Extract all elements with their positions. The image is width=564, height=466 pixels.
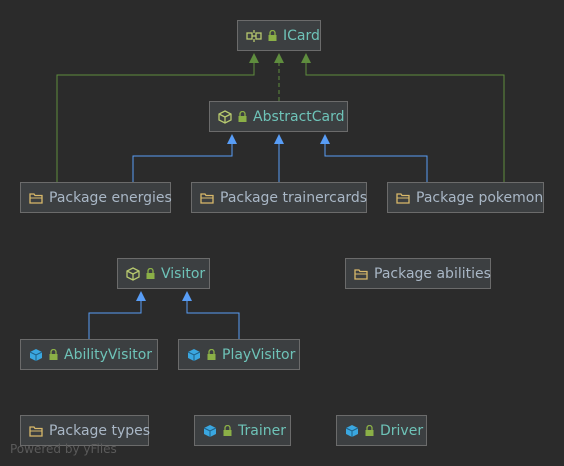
node-package-types[interactable]: Package types [20,415,151,446]
node-label: Package types [49,422,151,439]
node-abstract-card[interactable]: AbstractCard [209,101,348,132]
node-package-abilities[interactable]: Package abilities [345,258,491,289]
node-label: Trainer [238,422,286,439]
edge-energies-implements-icard [56,53,259,182]
lock-icon [223,425,232,436]
lock-icon [49,349,58,360]
folder-icon [29,425,43,437]
node-ability-visitor[interactable]: AbilityVisitor [20,339,158,370]
node-label: PlayVisitor [222,346,296,363]
node-package-trainercards[interactable]: Package trainercards [191,182,367,213]
class-icon [203,424,217,438]
node-package-pokemon[interactable]: Package pokemon [387,182,544,213]
folder-icon [396,192,410,204]
abstract-class-icon [218,109,232,124]
class-icon [345,424,359,438]
node-trainer[interactable]: Trainer [194,415,291,446]
node-visitor[interactable]: Visitor [117,258,210,289]
node-driver[interactable]: Driver [336,415,427,446]
node-label: Package energies [49,189,172,206]
lock-icon [207,349,216,360]
node-label: AbilityVisitor [64,346,153,363]
class-icon [187,348,201,362]
edge-abilityvisitor-extends-visitor [88,291,146,339]
lock-icon [268,30,277,41]
lock-icon [365,425,374,436]
lock-icon [238,111,247,122]
node-label: AbstractCard [253,108,345,125]
node-package-energies[interactable]: Package energies [20,182,172,213]
node-label: ICard [283,27,320,44]
node-label: Package abilities [374,265,491,282]
edge-energies-extends-abstractcard [132,134,237,182]
edge-playvisitor-extends-visitor [182,291,240,339]
edge-pokemon-extends-abstractcard [320,134,428,182]
folder-icon [29,192,43,204]
interface-icon [246,29,262,43]
class-icon [29,348,43,362]
node-icard[interactable]: ICard [237,20,321,51]
node-label: Visitor [161,265,206,282]
node-play-visitor[interactable]: PlayVisitor [178,339,300,370]
folder-icon [200,192,214,204]
lock-icon [146,268,155,279]
node-label: Package pokemon [416,189,544,206]
node-label: Driver [380,422,424,439]
edge-pokemon-implements-icard [301,53,505,182]
node-label: Package trainercards [220,189,368,206]
folder-icon [354,268,368,280]
watermark: Powered by yFiles [10,442,117,456]
abstract-class-icon [126,266,140,281]
